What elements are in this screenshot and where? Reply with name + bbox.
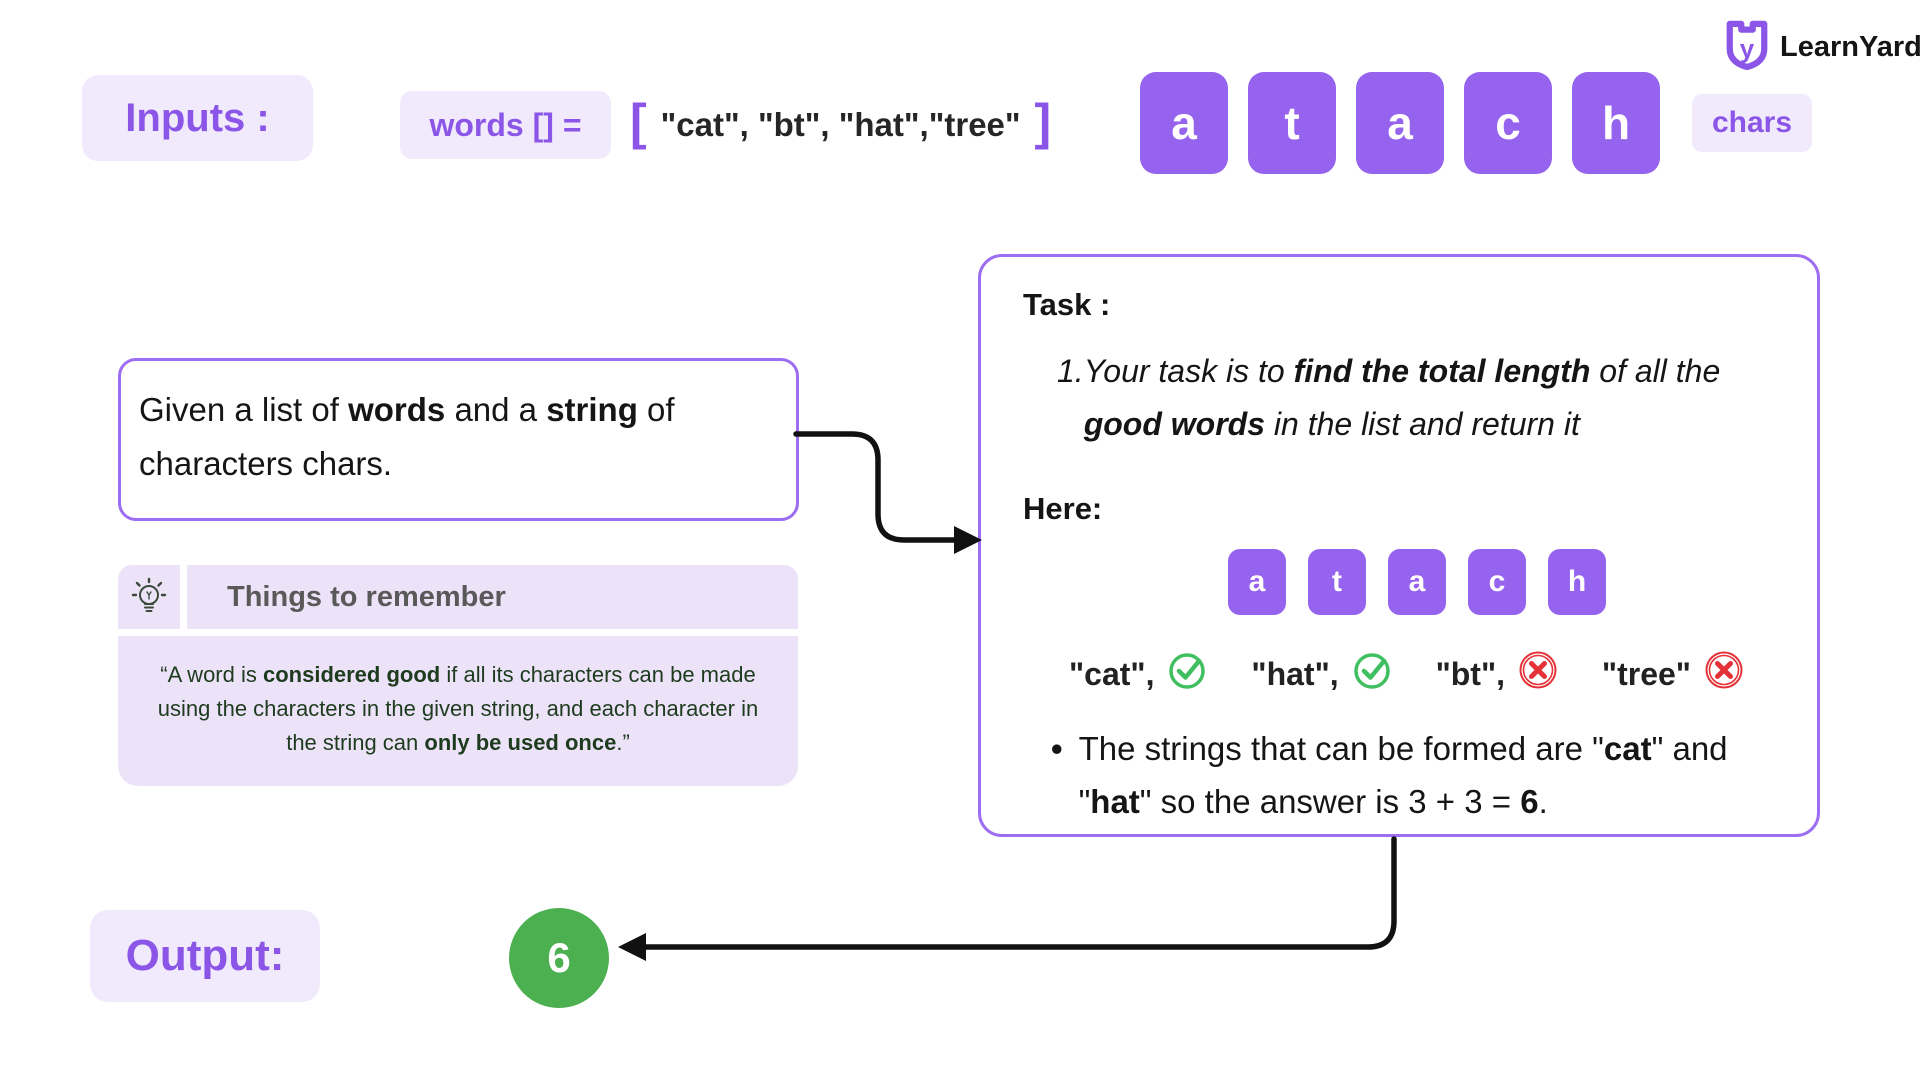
char-tile-small: t (1308, 549, 1366, 616)
lightbulb-icon (118, 565, 180, 629)
explanation-text: The strings that can be formed are "cat"… (1078, 730, 1728, 821)
char-tile: a (1140, 72, 1228, 174)
explanation-bullet: • The strings that can be formed are "ca… (1051, 723, 1781, 829)
cross-circle-icon (1517, 649, 1559, 699)
arrow-problem-to-task (793, 431, 959, 543)
arrowhead-left (618, 933, 646, 961)
chars-tiles: a t a c h (1140, 72, 1660, 174)
svg-text:y: y (1740, 35, 1755, 63)
here-label: Here: (1023, 491, 1103, 527)
problem-statement-box: Given a list of words and a string of ch… (118, 358, 799, 521)
output-label: Output: (90, 910, 320, 1002)
task-box: Task : 1. Your task is to find the total… (978, 254, 1820, 837)
task-item-text: Your task is to find the total length of… (1083, 353, 1721, 443)
char-tile-small: c (1468, 549, 1526, 616)
word-check-item: "cat", (1069, 649, 1208, 699)
word-validity-row: "cat", "hat", "bt", (1023, 649, 1781, 699)
learnyard-logo: y LearnYard (1724, 20, 1920, 75)
task-item: 1. Your task is to find the total length… (1057, 345, 1781, 451)
problem-statement-text: Given a list of words and a string of ch… (139, 391, 675, 483)
char-tile-small: a (1388, 549, 1446, 616)
char-tile: t (1248, 72, 1336, 174)
word-value: "bt", (1435, 655, 1505, 692)
check-circle-icon (1351, 649, 1393, 699)
remember-header: Things to remember (118, 565, 798, 629)
chars-label: chars (1692, 94, 1812, 152)
task-item-number: 1. (1057, 353, 1084, 389)
char-tile: a (1356, 72, 1444, 174)
cross-circle-icon (1703, 649, 1745, 699)
logo-text: LearnYard (1780, 31, 1920, 63)
chars-tiles-small: a t a c h (1053, 549, 1781, 616)
output-value-circle: 6 (509, 908, 609, 1008)
word-check-item: "tree" (1602, 649, 1745, 699)
things-to-remember-panel: Things to remember “A word is considered… (118, 565, 798, 787)
words-array-value: [ "cat", "bt", "hat","tree" ] (630, 91, 1051, 159)
bullet-marker: • (1051, 730, 1063, 768)
char-tile: c (1464, 72, 1552, 174)
words-array-label: words [] = (400, 91, 611, 159)
task-title: Task : (1023, 287, 1111, 322)
shield-y-icon: y (1724, 20, 1770, 75)
close-bracket: ] (1034, 94, 1052, 150)
word-check-item: "bt", (1436, 649, 1559, 699)
char-tile: h (1572, 72, 1660, 174)
char-tile-small: a (1228, 549, 1286, 616)
remember-quote: “A word is considered good if all its ch… (118, 636, 798, 787)
word-value: "cat", (1069, 655, 1155, 692)
words-array-items: "cat", "bt", "hat","tree" (660, 106, 1021, 143)
word-value: "tree" (1601, 655, 1691, 692)
char-tile-small: h (1548, 549, 1606, 616)
open-bracket: [ (630, 94, 647, 150)
word-value: "hat", (1251, 655, 1339, 692)
inputs-label: Inputs : (82, 75, 313, 161)
check-circle-icon (1166, 649, 1208, 699)
word-check-item: "hat", (1251, 649, 1392, 699)
remember-title: Things to remember (187, 565, 798, 629)
arrow-task-to-output (641, 836, 1397, 950)
